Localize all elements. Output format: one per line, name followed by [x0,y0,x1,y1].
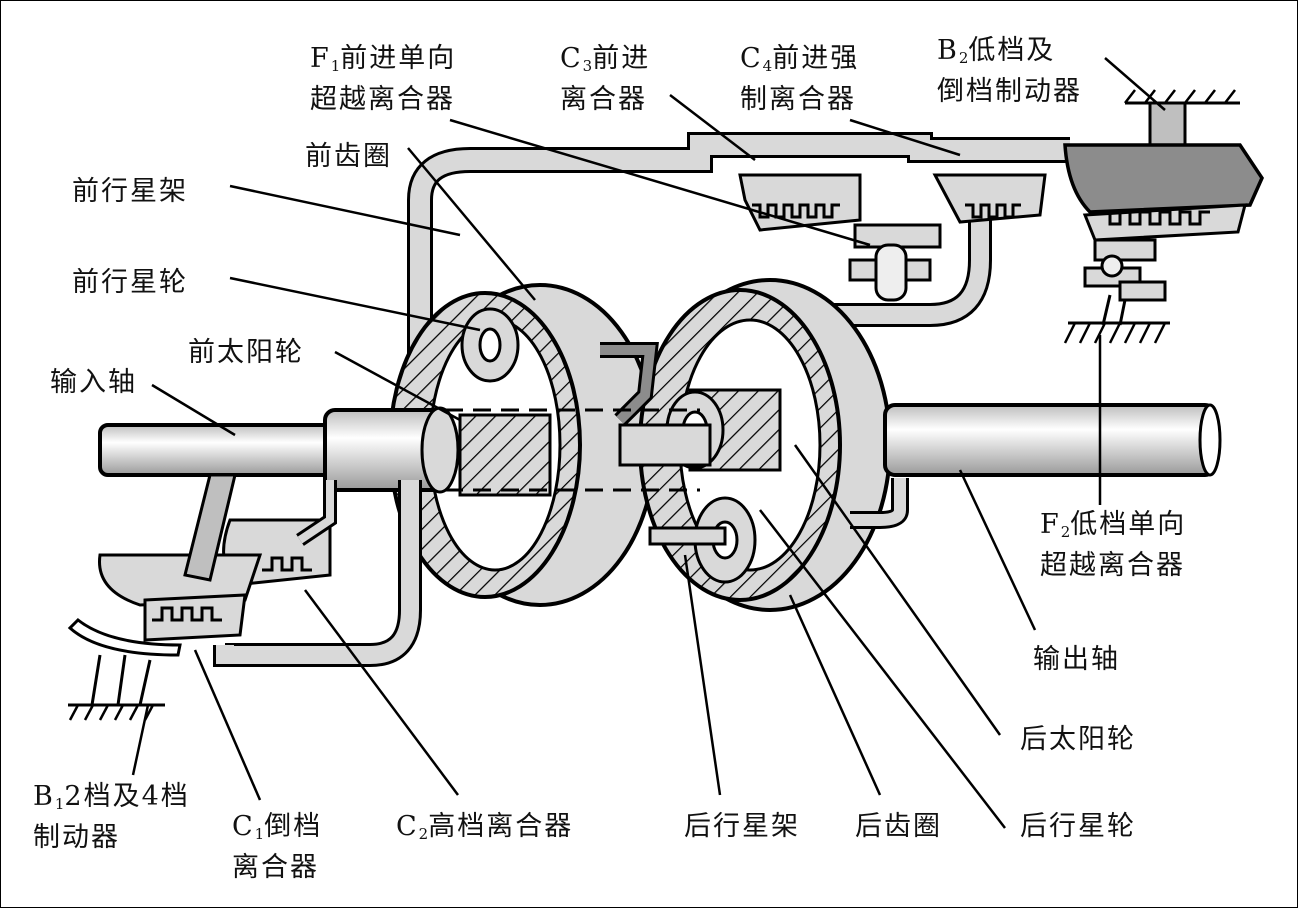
label-c1-reverse-clutch: C1倒档 离合器 [232,811,323,883]
leader-b1 [131,704,150,776]
label-c4-forward-overrun-clutch: C4前进强 制离合器 [740,43,860,115]
label-input-shaft: 输入轴 [50,367,137,398]
label-rear-planet-gear: 后行星轮 [1020,811,1136,842]
label-b2-low-reverse-brake: B2低档及 倒档制动器 [937,35,1082,107]
leader-rear-ring [788,594,882,796]
rear-gear-set-drawing [600,278,892,612]
label-output-shaft: 输出轴 [1033,644,1120,675]
upper-drum-link [407,132,1070,380]
c3-clutch-drawing [738,173,862,232]
leader-rear-carrier [683,554,722,796]
c4-clutch-drawing [932,173,1047,224]
leader-rear-sun [793,444,1002,736]
label-c3-forward-clutch: C3前进 离合器 [560,43,651,115]
leader-front-sun [334,350,461,422]
label-b1-2nd-4th-brake: B12档及4档 制动器 [33,781,190,853]
c1-c2-b1-drawing [67,473,422,721]
label-rear-planet-carrier: 后行星架 [684,811,800,842]
leader-f1 [449,118,871,247]
leader-c1 [193,649,262,801]
label-c2-high-clutch: C2高档离合器 [396,811,574,843]
leader-input-shaft [151,383,236,437]
label-f2-low-one-way-clutch: F2低档单向 超越离合器 [1040,509,1187,581]
leader-c2 [303,589,460,796]
leader-output-shaft [958,469,1037,631]
label-front-planet-carrier: 前行星架 [72,176,188,207]
f1-sprag-drawing [848,223,942,302]
label-f1-forward-one-way-clutch: F1前进单向 超越离合器 [310,43,457,115]
leader-lines [131,57,1166,829]
leader-b2 [1104,57,1166,111]
leader-rear-planet [759,509,1006,829]
label-rear-sun-gear: 后太阳轮 [1020,724,1136,755]
b2-brake-drawing [1063,89,1264,242]
leader-c4 [849,118,961,157]
leader-c3 [669,94,756,161]
label-front-planet-gear: 前行星轮 [72,267,188,298]
f2-sprag-drawing [1063,238,1170,344]
label-front-ring-gear: 前齿圈 [305,141,392,172]
leader-front-carrier [229,184,461,237]
output-shaft-drawing [850,403,1222,529]
leader-front-planet [229,276,481,332]
leader-front-ring [407,147,536,301]
label-front-sun-gear: 前太阳轮 [188,337,304,368]
front-gear-set-drawing [388,283,657,607]
label-rear-ring-gear: 后齿圈 [855,811,942,842]
